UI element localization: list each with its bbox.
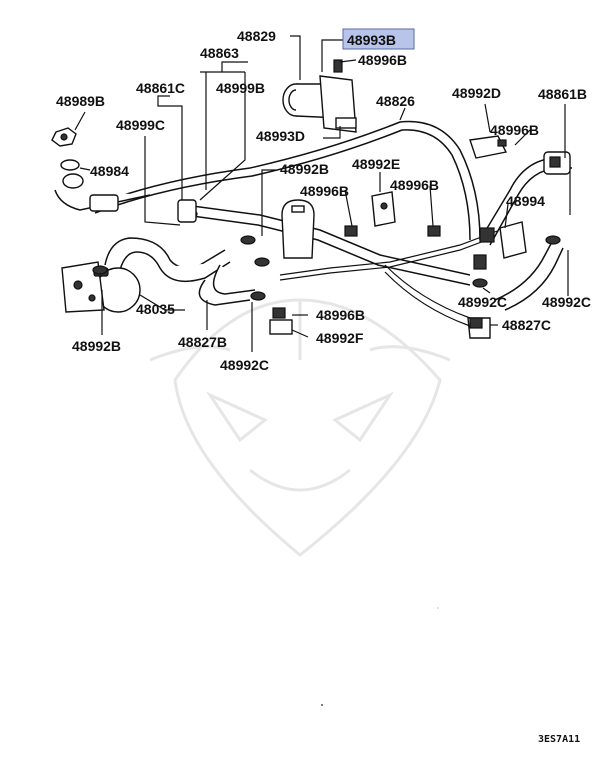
label-48996b-low[interactable]: 48996B <box>316 307 365 323</box>
speck <box>437 607 439 609</box>
bolt-48996b-left <box>344 225 358 237</box>
label-48863[interactable]: 48863 <box>200 45 239 61</box>
label-48996b-top[interactable]: 48996B <box>358 52 407 68</box>
label-48992f[interactable]: 48992F <box>316 330 364 346</box>
fitting-48999 <box>177 199 197 223</box>
label-48827b[interactable]: 48827B <box>178 334 227 350</box>
label-48989b[interactable]: 48989B <box>56 93 105 109</box>
label-48861c[interactable]: 48861C <box>136 80 185 96</box>
label-48999c[interactable]: 48999C <box>116 117 165 133</box>
diagram-code: 3ES7A11 <box>538 734 580 745</box>
pipe-connector-48829 <box>282 59 357 133</box>
label-48035[interactable]: 48035 <box>136 301 175 317</box>
reservoir-tank <box>281 199 315 259</box>
part-labels: 48829 48993B 48996B 48863 48861C 48999B … <box>56 28 591 745</box>
nut-48989b <box>51 127 77 147</box>
fitting-48827c <box>467 317 491 339</box>
hose-clamps <box>92 209 561 301</box>
label-48996b-right[interactable]: 48996B <box>490 122 539 138</box>
bracket-48992d <box>469 135 508 159</box>
label-48992e[interactable]: 48992E <box>352 156 400 172</box>
label-48992d[interactable]: 48992D <box>452 85 501 101</box>
watermark-logo <box>149 298 451 557</box>
label-48996b-left[interactable]: 48996B <box>300 183 349 199</box>
bolt-48996b-center <box>427 225 441 237</box>
label-48992c-right2[interactable]: 48992C <box>542 294 591 310</box>
label-48994[interactable]: 48994 <box>506 193 545 209</box>
label-48992b-mid[interactable]: 48992B <box>280 161 329 177</box>
label-48992b-low[interactable]: 48992B <box>72 338 121 354</box>
bolt-set <box>269 225 441 335</box>
clamp-48992e <box>371 191 396 227</box>
leader-lines <box>74 35 569 352</box>
label-48993d[interactable]: 48993D <box>256 128 305 144</box>
hose-sleeve <box>89 194 119 212</box>
label-48984[interactable]: 48984 <box>90 163 129 179</box>
speck <box>321 704 323 706</box>
label-48861b[interactable]: 48861B <box>538 86 587 102</box>
highlight-box <box>342 28 415 50</box>
label-48829[interactable]: 48829 <box>237 28 276 44</box>
bracket-48992f <box>269 319 293 335</box>
bracket-48994 <box>473 221 527 270</box>
label-48993b-highlighted[interactable]: 48993B <box>347 32 396 48</box>
label-48827c[interactable]: 48827C <box>502 317 551 333</box>
label-48999b[interactable]: 48999B <box>216 80 265 96</box>
label-48826[interactable]: 48826 <box>376 93 415 109</box>
label-48992c-low[interactable]: 48992C <box>220 357 269 373</box>
label-48996b-center[interactable]: 48996B <box>390 177 439 193</box>
label-48992c-right1[interactable]: 48992C <box>458 294 507 310</box>
parts <box>51 59 571 339</box>
fitting-48861b <box>543 151 571 175</box>
bolt-48996b-low <box>272 307 286 319</box>
washer-48984 <box>60 159 80 171</box>
